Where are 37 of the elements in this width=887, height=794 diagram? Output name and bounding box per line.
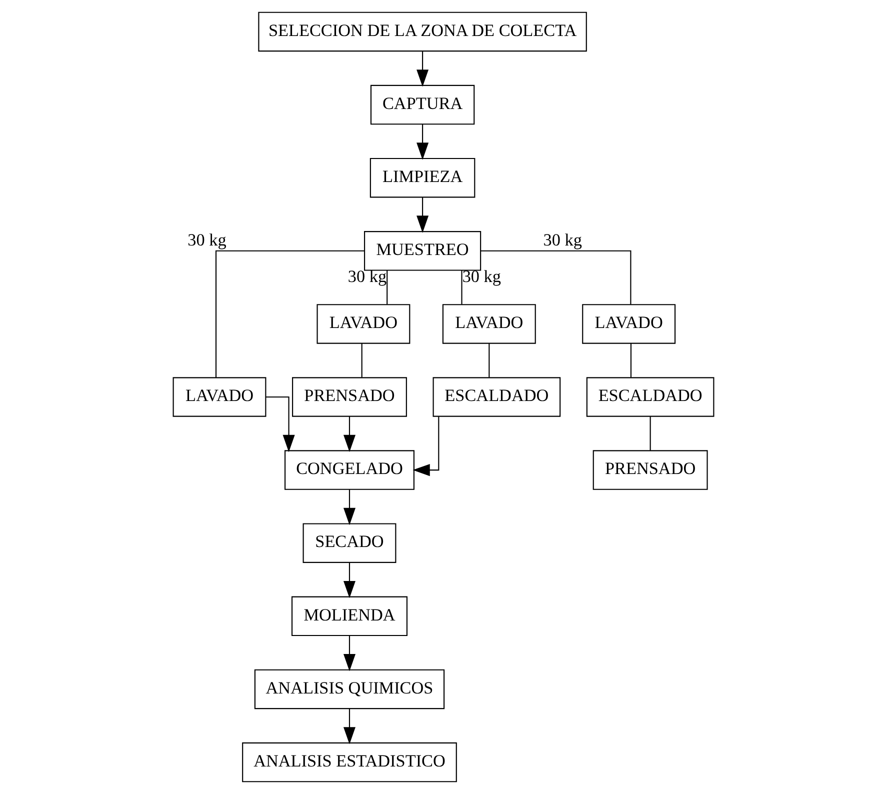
arrow xyxy=(343,416,356,452)
arrow xyxy=(416,197,429,233)
node-box: LAVADO xyxy=(582,304,676,344)
node-box: ESCALDADO xyxy=(586,377,714,417)
node-box: MOLIENDA xyxy=(291,596,408,636)
node-box: ANALISIS QUIMICOS xyxy=(254,669,445,710)
connector xyxy=(650,416,651,450)
node-box: LAVADO xyxy=(172,377,266,417)
node-box: MUESTREO xyxy=(364,231,482,271)
arrow xyxy=(343,562,356,598)
connector xyxy=(461,270,462,304)
node-box: SECADO xyxy=(302,523,396,563)
arrow xyxy=(343,490,356,526)
arrow xyxy=(416,124,429,160)
arrow xyxy=(266,396,295,452)
arrow xyxy=(416,51,429,87)
connector xyxy=(215,250,364,378)
connector xyxy=(361,344,362,378)
node-box: LAVADO xyxy=(316,304,410,344)
node-box: PRENSADO xyxy=(292,377,407,417)
node-box: LAVADO xyxy=(442,304,536,344)
node-box: CONGELADO xyxy=(284,450,414,490)
connector xyxy=(630,344,632,378)
arrow xyxy=(412,416,440,476)
connector xyxy=(488,344,490,378)
edge-label: 30 kg xyxy=(543,230,582,250)
node-box: ANALISIS ESTADISTICO xyxy=(242,742,457,782)
connector xyxy=(386,270,388,304)
node-box: CAPTURA xyxy=(370,84,475,125)
node-box: ESCALDADO xyxy=(432,377,561,417)
node-box: PRENSADO xyxy=(592,450,708,490)
node-box: LIMPIEZA xyxy=(370,158,476,198)
node-box: SELECCION DE LA ZONA DE COLECTA xyxy=(258,12,587,52)
edge-label: 30 kg xyxy=(188,230,226,250)
arrow xyxy=(343,708,356,744)
connector xyxy=(480,250,632,304)
arrow xyxy=(343,636,356,672)
